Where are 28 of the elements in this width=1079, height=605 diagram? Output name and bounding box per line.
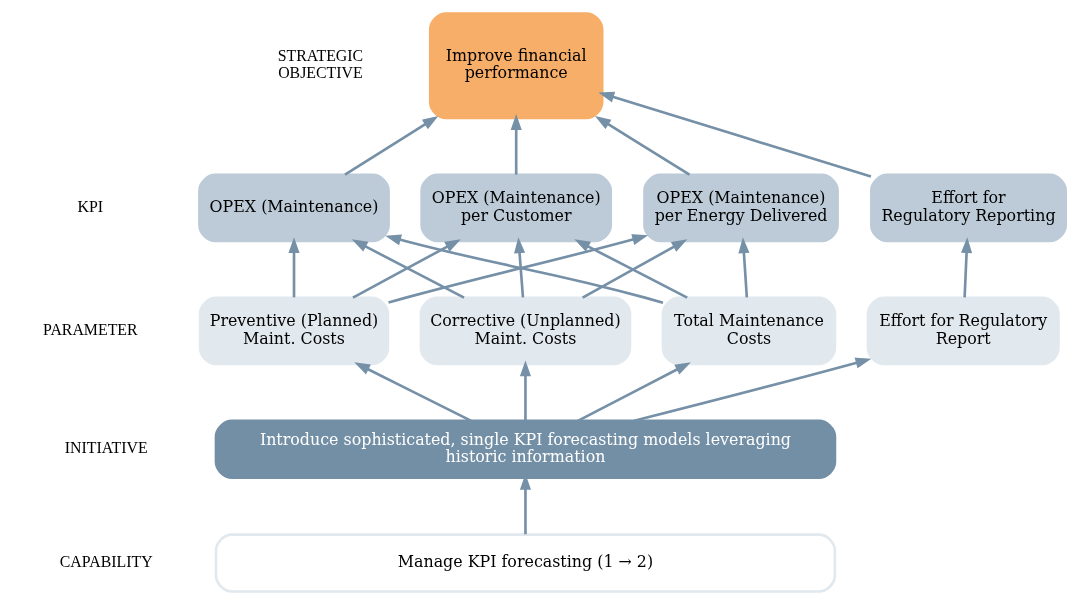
node-box: Effort for Regulatory Report [866,296,1060,366]
arrow [513,237,525,298]
node-box: OPEX (Maintenance) per Customer [419,173,612,243]
node-box: OPEX (Maintenance) per Energy Delivered [642,173,839,243]
label: STRATEGIC OBJECTIVE [277,47,363,82]
node-box: Manage KPI forecasting (1 → 2) [214,533,836,593]
node-box: OPEX (Maintenance) [197,173,390,243]
node-box: Total Maintenance Costs [661,296,836,366]
arrow [737,237,749,298]
arrow [287,237,300,298]
arrow [343,115,438,176]
arrow [576,362,691,423]
arrow [519,360,531,421]
node-box: Corrective (Unplanned) Maint. Costs [419,296,631,366]
arrow [597,91,871,178]
label: PARAMETER [42,321,138,339]
node-box: Improve financial performance [428,12,603,120]
label: CAPABILITY [59,553,153,571]
node-box: Introduce sophisticated, single KPI forecasting models leveraging historic information [214,419,836,480]
label: INITIATIVE [64,439,148,457]
arrow [594,115,690,176]
arrow [353,362,472,423]
arrow [633,357,871,423]
node-box: Preventive (Planned) Maint. Costs [198,296,389,366]
arrow [960,237,972,298]
node-box: Effort for Regulatory Reporting [869,173,1067,243]
arrow [510,114,522,175]
label: KPI [77,198,103,216]
